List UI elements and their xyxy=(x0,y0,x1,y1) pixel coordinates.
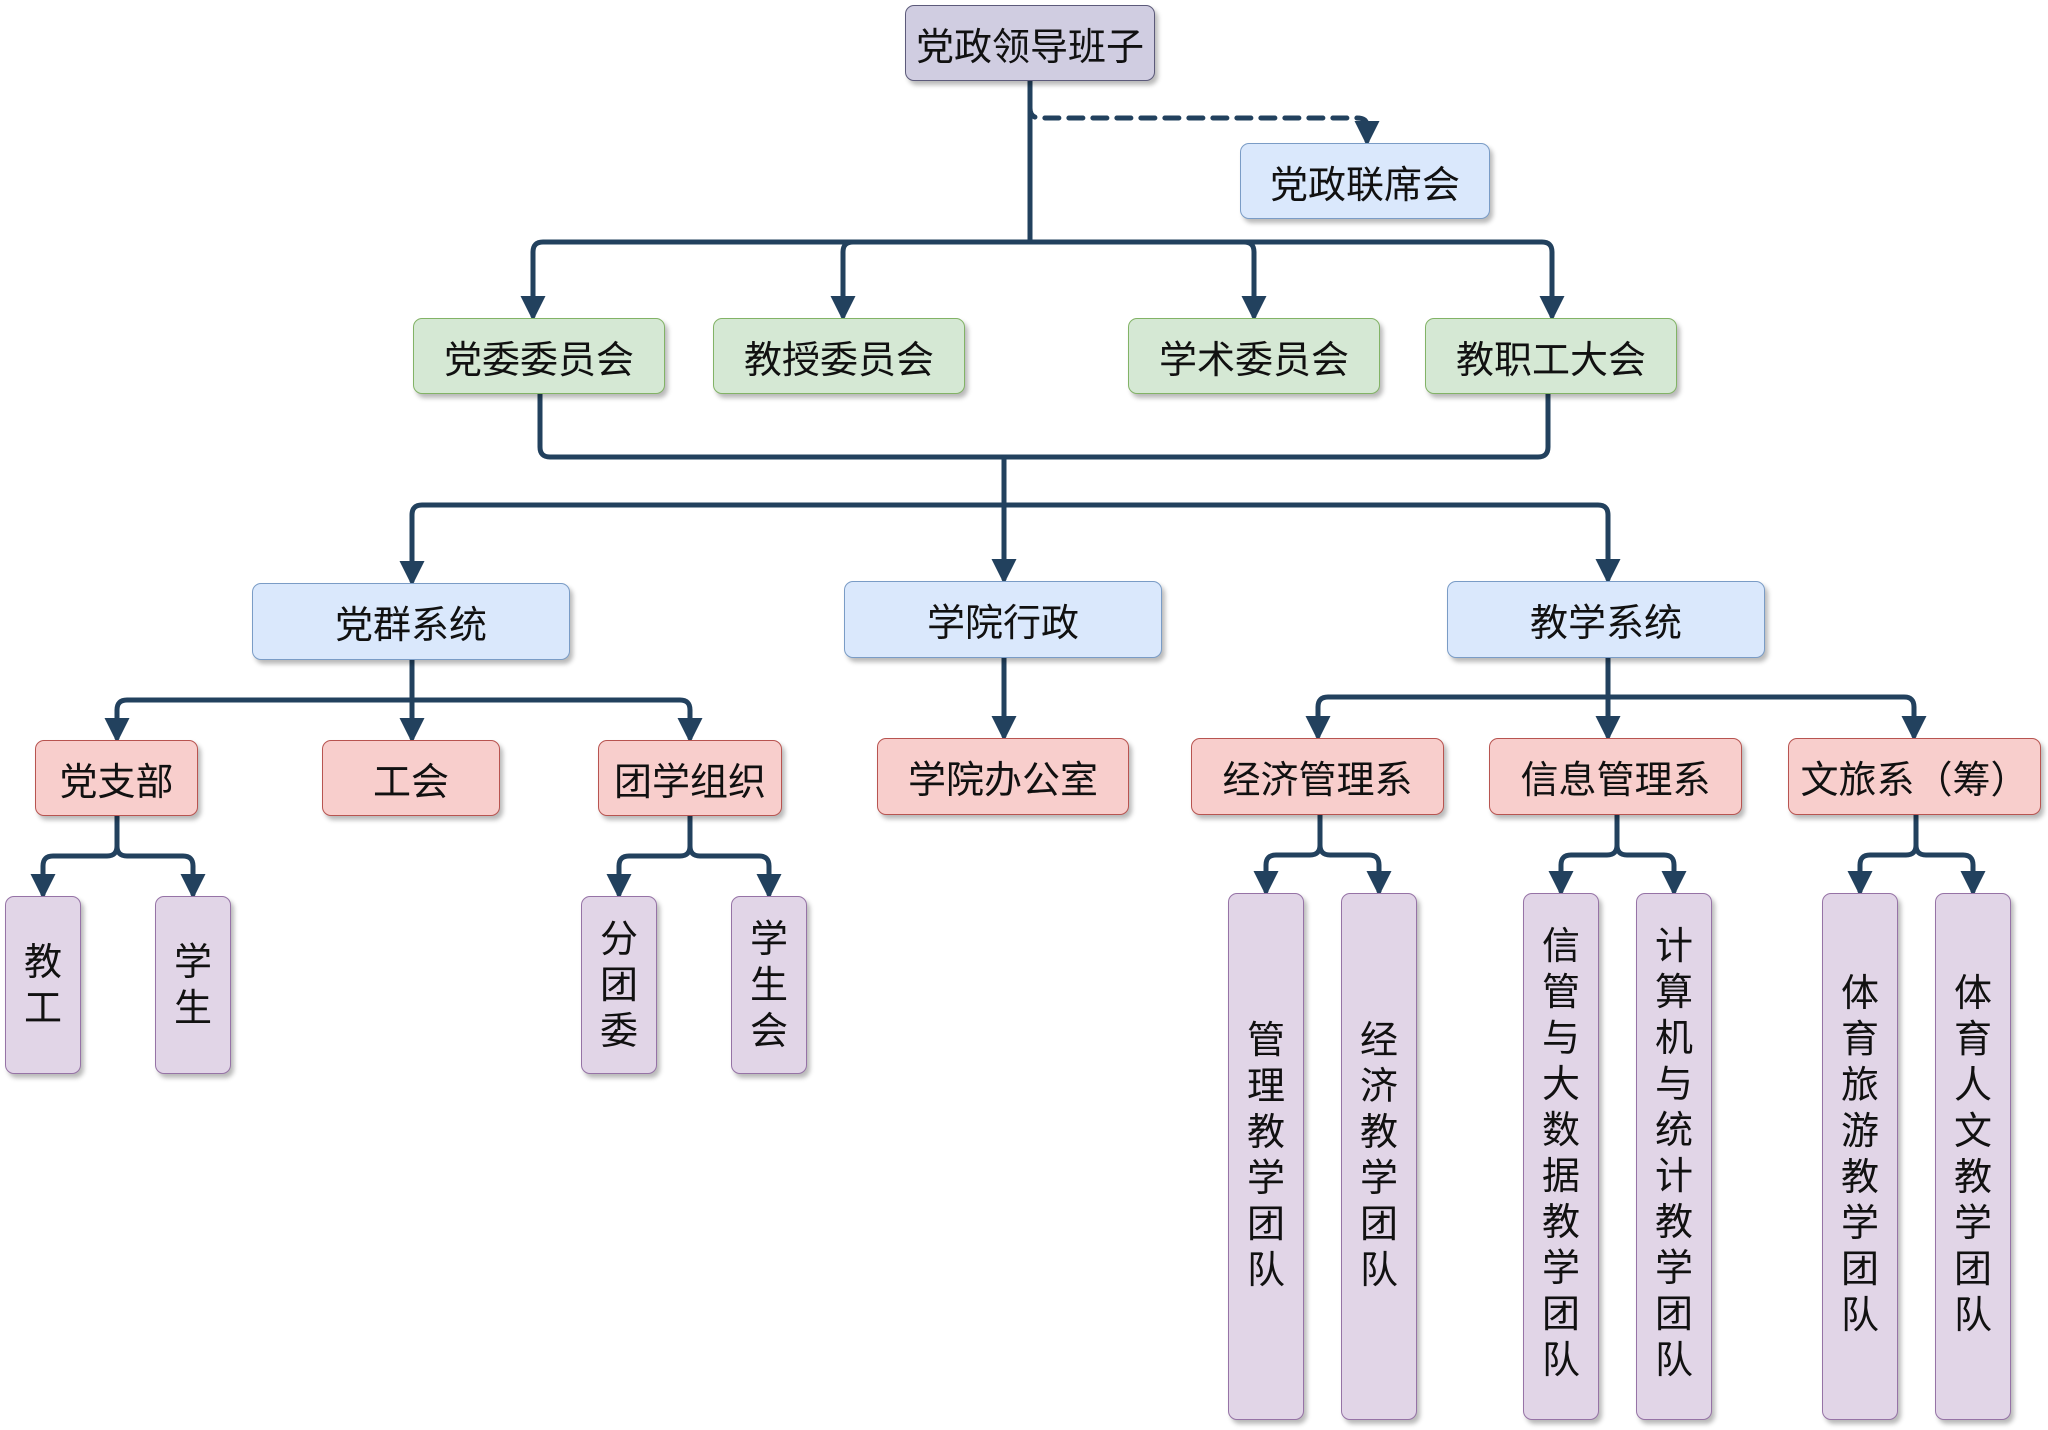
connector-to-professor-committee xyxy=(830,239,856,321)
infomgmt-bigdata-team-node: 信管与大数据教学团队 xyxy=(1523,893,1599,1420)
info-mgmt-dept-node: 信息管理系 xyxy=(1489,738,1742,815)
student-union-label: 学生会 xyxy=(749,917,788,1053)
sports-tourism-team-label: 体育旅游教学团队 xyxy=(1840,971,1879,1337)
union-label: 工会 xyxy=(372,759,449,804)
teaching-system-node: 教学系统 xyxy=(1447,581,1765,658)
culture-tourism-dept-label: 文旅系（筹） xyxy=(1800,758,2029,802)
staff-node: 教工 xyxy=(5,896,81,1074)
college-admin-node: 学院行政 xyxy=(844,581,1162,658)
sports-humanities-team-node: 体育人文教学团队 xyxy=(1935,893,2011,1420)
culture-tourism-dept-node: 文旅系（筹） xyxy=(1788,738,2041,815)
professor-committee-label: 教授委员会 xyxy=(743,337,934,382)
college-office-node: 学院办公室 xyxy=(877,738,1129,815)
party-committee-label: 党委委员会 xyxy=(443,337,634,382)
connector-econ-split xyxy=(1263,812,1382,894)
connector-youth-split xyxy=(616,813,772,897)
college-office-label: 学院办公室 xyxy=(907,758,1098,802)
teaching-system-label: 教学系统 xyxy=(1529,601,1682,645)
joint-meeting-label: 党政联席会 xyxy=(1269,162,1460,207)
computing-stats-team-label: 计算机与统计教学团队 xyxy=(1654,924,1693,1382)
party-committee-node: 党委委员会 xyxy=(413,318,665,394)
staff-congress-label: 教职工大会 xyxy=(1455,337,1646,382)
joint-meeting-node: 党政联席会 xyxy=(1240,143,1490,219)
connector-party-branch-split xyxy=(40,813,196,897)
party-branch-label: 党支部 xyxy=(59,759,174,804)
mgmt-teaching-team-node: 管理教学团队 xyxy=(1228,893,1304,1420)
info-mgmt-dept-label: 信息管理系 xyxy=(1520,758,1711,802)
academic-committee-node: 学术委员会 xyxy=(1128,318,1380,394)
league-committee-label: 分团委 xyxy=(599,917,638,1053)
connector-to-tourism-dept xyxy=(1605,694,1927,741)
students-label: 学生 xyxy=(173,940,212,1030)
econ-mgmt-dept-label: 经济管理系 xyxy=(1222,758,1413,802)
econ-teaching-team-label: 经济教学团队 xyxy=(1359,1018,1398,1292)
student-union-node: 学生会 xyxy=(731,896,807,1074)
connector-to-teaching-system xyxy=(1001,502,1621,584)
connector-committees-merge xyxy=(537,391,1551,460)
party-branch-node: 党支部 xyxy=(35,740,198,816)
econ-mgmt-dept-node: 经济管理系 xyxy=(1191,738,1444,815)
connector-to-academic-committee xyxy=(1027,239,1267,321)
connector-to-party-mass-system xyxy=(399,502,1007,586)
college-admin-label: 学院行政 xyxy=(926,601,1079,645)
connector-to-party-committee xyxy=(520,239,1033,321)
students-node: 学生 xyxy=(155,896,231,1074)
party-mass-system-node: 党群系统 xyxy=(252,583,570,660)
union-node: 工会 xyxy=(322,740,500,816)
sports-humanities-team-label: 体育人文教学团队 xyxy=(1953,971,1992,1337)
connector-to-staff-congress xyxy=(1241,239,1565,321)
youth-org-node: 团学组织 xyxy=(598,740,782,816)
connector-to-party-branch xyxy=(104,697,415,743)
connector-to-youth-org xyxy=(409,697,703,743)
youth-org-label: 团学组织 xyxy=(613,759,766,804)
econ-teaching-team-node: 经济教学团队 xyxy=(1341,893,1417,1420)
professor-committee-node: 教授委员会 xyxy=(713,318,965,394)
academic-committee-label: 学术委员会 xyxy=(1158,337,1349,382)
party-leadership-label: 党政领导班子 xyxy=(915,24,1144,69)
connector-to-econ-dept xyxy=(1305,694,1611,741)
party-mass-system-label: 党群系统 xyxy=(334,603,487,647)
infomgmt-bigdata-team-label: 信管与大数据教学团队 xyxy=(1541,924,1580,1382)
mgmt-teaching-team-label: 管理教学团队 xyxy=(1246,1018,1285,1292)
sports-tourism-team-node: 体育旅游教学团队 xyxy=(1822,893,1898,1420)
connector-leader-to-joint-meeting xyxy=(1027,78,1380,146)
staff-congress-node: 教职工大会 xyxy=(1425,318,1677,394)
connector-tourism-split xyxy=(1857,812,1976,894)
computing-stats-team-node: 计算机与统计教学团队 xyxy=(1636,893,1712,1420)
league-committee-node: 分团委 xyxy=(581,896,657,1074)
party-leadership-node: 党政领导班子 xyxy=(905,5,1155,81)
staff-label: 教工 xyxy=(23,940,62,1030)
connector-info-split xyxy=(1558,812,1677,894)
